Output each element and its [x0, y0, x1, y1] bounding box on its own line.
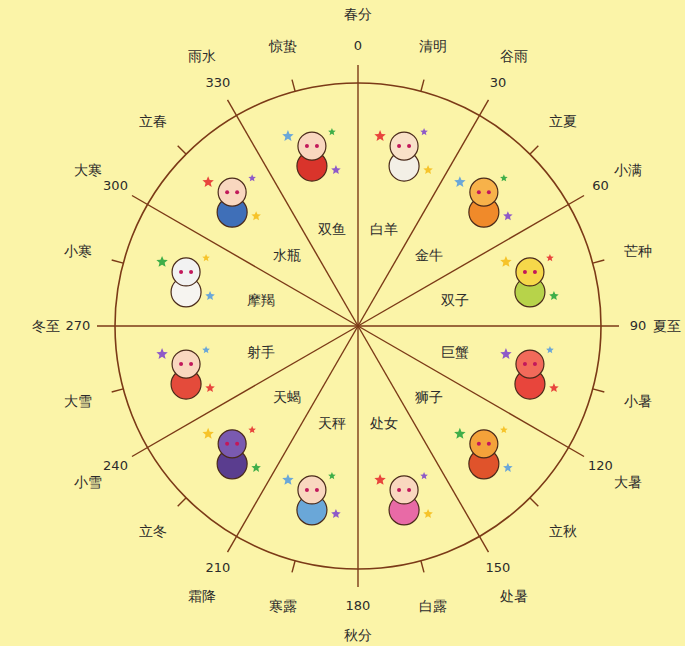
solar-term: 芒种: [623, 243, 653, 259]
zodiac-sign: 射手: [246, 344, 276, 360]
zodiac-figure: [156, 346, 214, 399]
zodiac-figure: [282, 128, 340, 181]
tick-mark: [421, 80, 424, 92]
zodiac-sign: 处女: [369, 415, 399, 431]
solar-term: 霜降: [187, 588, 217, 604]
degree-number: 120: [587, 459, 614, 474]
degree-number: 150: [485, 561, 512, 576]
solar-term: 寒露: [268, 598, 298, 614]
tick-mark: [421, 561, 424, 573]
tick-mark: [530, 498, 538, 506]
degree-number: 270: [65, 319, 92, 334]
zodiac-figure: [282, 472, 340, 525]
boundary-line: [97, 325, 358, 326]
boundary-line: [357, 326, 358, 587]
boundary-line: [132, 326, 358, 457]
solar-term: 大寒: [73, 162, 103, 178]
solar-term: 小满: [613, 162, 643, 178]
zodiac-figure: [202, 426, 260, 479]
tick-mark: [593, 389, 605, 392]
boundary-line: [132, 196, 358, 327]
spokes: [97, 65, 619, 587]
tick-mark: [530, 146, 538, 154]
solar-term: 小寒: [63, 243, 93, 259]
tick-mark: [292, 80, 295, 92]
solar-term: 立秋: [548, 523, 578, 539]
boundary-line: [228, 326, 359, 552]
boundary-line: [358, 325, 619, 326]
zodiac-figure: [202, 174, 260, 227]
solar-term: 白露: [418, 598, 448, 614]
solar-term: 处暑: [499, 588, 529, 604]
solar-term: 立春: [138, 113, 168, 129]
zodiac-sign: 白羊: [369, 221, 399, 237]
zodiac-figure: [156, 254, 214, 307]
solar-term: 立夏: [548, 113, 578, 129]
degree-number: 0: [353, 39, 363, 54]
degree-number: 180: [345, 599, 372, 614]
degree-number: 330: [205, 76, 232, 91]
zodiac-sign: 巨蟹: [440, 344, 470, 360]
zodiac-sign: 金牛: [414, 247, 444, 263]
zodiac-figure: [454, 174, 512, 227]
zodiac-sign: 天秤: [317, 415, 347, 431]
zodiac-sign: 狮子: [414, 389, 444, 405]
solar-term: 谷雨: [499, 48, 529, 64]
degree-number: 300: [102, 179, 129, 194]
tick-mark: [178, 146, 186, 154]
zodiac-figure: [374, 128, 432, 181]
solar-term: 清明: [418, 38, 448, 54]
zodiac-sign: 天蝎: [272, 389, 302, 405]
solar-term: 立冬: [138, 523, 168, 539]
tick-mark: [112, 389, 124, 392]
boundary-line: [358, 326, 584, 457]
zodiac-figures: [156, 128, 558, 525]
tick-mark: [593, 260, 605, 263]
degree-number: 30: [489, 76, 508, 91]
zodiac-sign: 双子: [440, 292, 470, 308]
solar-term: 小雪: [73, 474, 103, 490]
boundary-line: [357, 65, 358, 326]
degree-number: 90: [629, 319, 648, 334]
solar-term: 春分: [343, 6, 373, 22]
boundary-line: [358, 196, 584, 327]
tick-mark: [292, 561, 295, 573]
degree-number: 240: [102, 459, 129, 474]
zodiac-sign: 水瓶: [272, 247, 302, 263]
zodiac-figure: [454, 426, 512, 479]
zodiac-figure: [500, 254, 558, 307]
degree-number: 210: [205, 561, 232, 576]
solar-term: 雨水: [187, 48, 217, 64]
boundary-line: [358, 326, 489, 552]
solar-term: 大雪: [63, 393, 93, 409]
zodiac-figure: [500, 346, 558, 399]
solar-term: 夏至: [652, 318, 682, 334]
zodiac-figure: [374, 472, 432, 525]
solar-term: 小暑: [623, 393, 653, 409]
solar-term: 大暑: [613, 474, 643, 490]
tick-mark: [178, 498, 186, 506]
degree-number: 60: [591, 179, 610, 194]
tick-mark: [112, 260, 124, 263]
solar-term: 惊蛰: [268, 38, 298, 54]
zodiac-sign: 摩羯: [246, 292, 276, 308]
zodiac-sign: 双鱼: [317, 221, 347, 237]
solar-term: 秋分: [343, 627, 373, 643]
solar-term: 冬至: [31, 318, 61, 334]
